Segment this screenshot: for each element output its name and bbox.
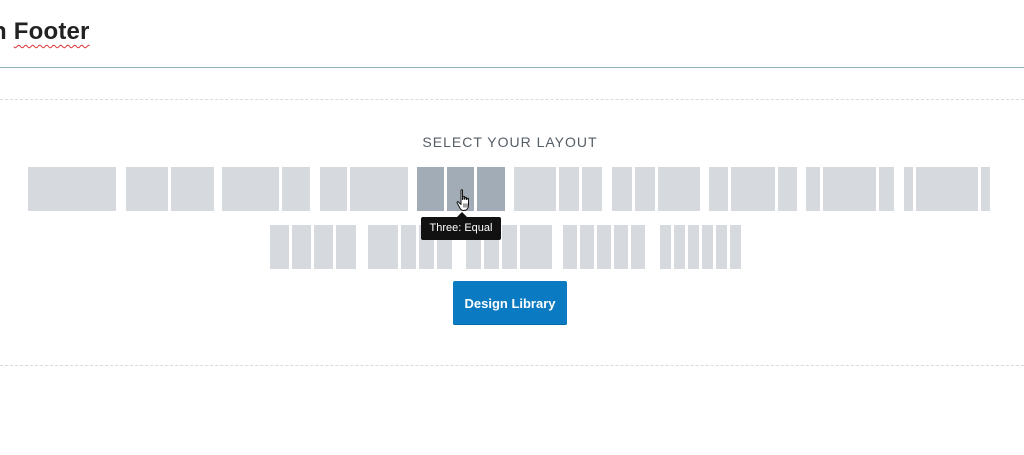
layout-column <box>709 167 728 211</box>
layout-option-five-equal[interactable] <box>563 225 645 269</box>
layout-column <box>635 167 655 211</box>
layout-column <box>417 167 444 211</box>
page-title-word: Footer <box>13 18 90 45</box>
layout-tooltip: Three: Equal <box>421 212 501 240</box>
layout-column <box>658 167 700 211</box>
page-title-prefix: n <box>0 18 14 45</box>
layout-column <box>502 225 517 269</box>
layout-column <box>778 167 797 211</box>
layout-column <box>336 225 356 269</box>
layout-column <box>879 167 894 211</box>
layout-column <box>222 167 279 211</box>
hand-pointer-cursor-icon <box>456 189 469 211</box>
layout-column <box>563 225 577 269</box>
layout-column <box>612 167 632 211</box>
layout-option-three-widest-center[interactable] <box>904 167 990 211</box>
layout-column <box>314 225 333 269</box>
layout-column <box>580 225 594 269</box>
layout-option-three-right-heavy[interactable] <box>612 167 700 211</box>
layout-column <box>823 167 876 211</box>
layout-column <box>477 167 505 211</box>
layout-column <box>350 167 408 211</box>
layout-column <box>401 225 416 269</box>
layout-column <box>730 225 741 269</box>
select-layout-label: SELECT YOUR LAYOUT <box>422 134 598 150</box>
layout-column <box>806 167 820 211</box>
layout-option-six-equal[interactable] <box>660 225 741 269</box>
layout-option-three-left-heavy[interactable] <box>514 167 602 211</box>
layout-option-four-left-heavy[interactable] <box>368 225 452 269</box>
layout-column <box>282 167 310 211</box>
layout-column <box>320 167 347 211</box>
layout-option-two-equal[interactable] <box>126 167 214 211</box>
layout-option-three-equal[interactable] <box>417 167 505 211</box>
layout-column <box>660 225 671 269</box>
layout-column <box>559 167 579 211</box>
layout-option-one-column[interactable] <box>28 167 116 211</box>
layout-column <box>368 225 398 269</box>
layout-column <box>520 225 552 269</box>
layout-column <box>126 167 168 211</box>
layout-option-two-right-heavy[interactable] <box>320 167 408 211</box>
layout-option-three-wide-center[interactable] <box>806 167 894 211</box>
layout-column <box>916 167 978 211</box>
layout-option-two-left-heavy[interactable] <box>222 167 310 211</box>
layout-column <box>270 225 289 269</box>
layout-column <box>716 225 727 269</box>
layout-option-four-equal[interactable] <box>270 225 356 269</box>
layout-column <box>28 167 116 211</box>
layout-column <box>614 225 628 269</box>
layout-column <box>171 167 214 211</box>
layout-column <box>631 225 645 269</box>
header-divider <box>0 67 1024 68</box>
layout-column <box>292 225 311 269</box>
layout-column <box>731 167 775 211</box>
placeholder-top-border <box>0 99 1024 100</box>
layout-option-three-center-heavy[interactable] <box>709 167 797 211</box>
placeholder-bottom-border <box>0 365 1024 366</box>
layout-column <box>674 225 685 269</box>
layout-column <box>514 167 556 211</box>
layout-column <box>688 225 699 269</box>
layout-column <box>981 167 990 211</box>
layout-column <box>582 167 602 211</box>
design-library-button[interactable]: Design Library <box>453 281 567 325</box>
layout-column <box>597 225 611 269</box>
layout-column <box>702 225 713 269</box>
page-title: n Footer <box>0 18 90 46</box>
layout-column <box>904 167 913 211</box>
